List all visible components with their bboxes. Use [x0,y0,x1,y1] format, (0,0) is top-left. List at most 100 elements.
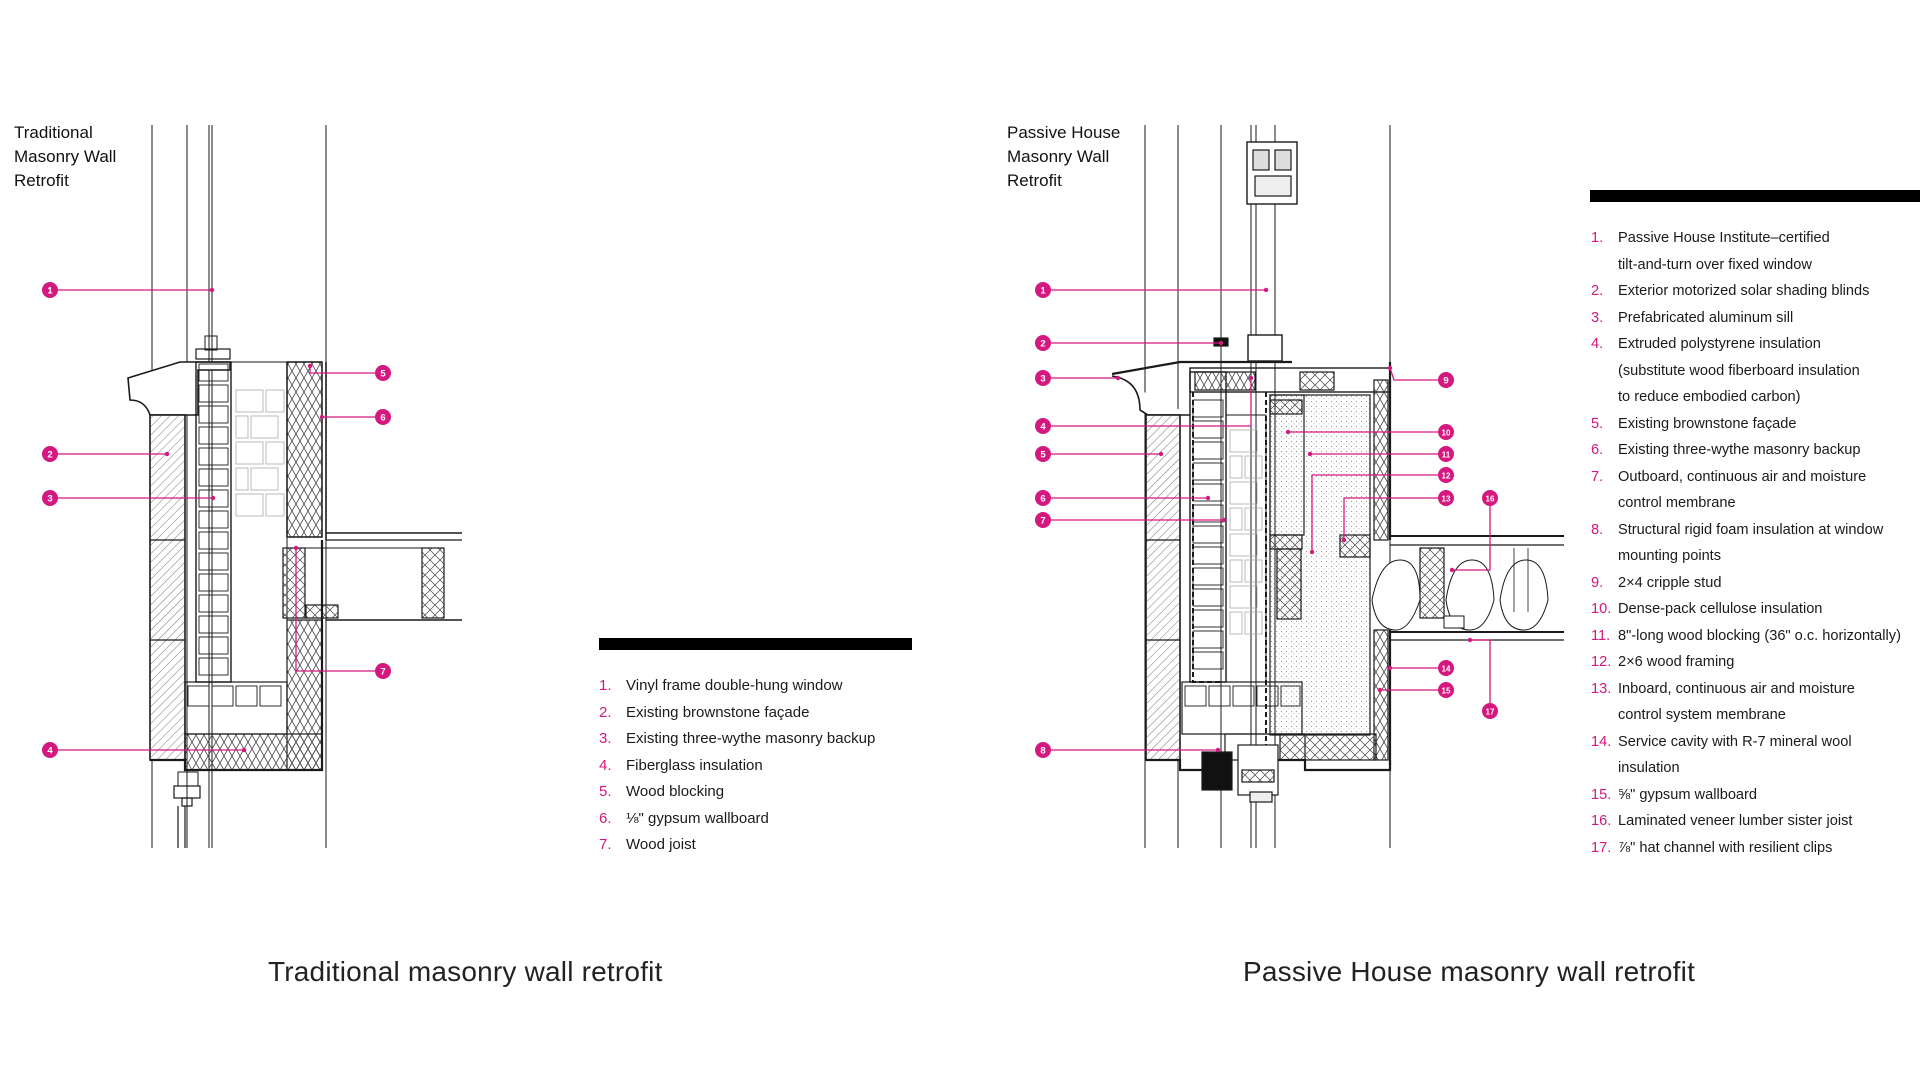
legend-text: Structural rigid foam insulation at wind… [1618,517,1883,570]
legend-text: Existing three-wythe masonry backup [626,726,875,753]
legend-line: Prefabricated aluminum sill [1618,309,1794,326]
legend-number: 2. [1591,283,1604,299]
brick [235,685,258,707]
brick [1192,420,1224,439]
callout-bubble [1035,282,1051,298]
right-legend-item: 8.Structural rigid foam insulation at wi… [1591,517,1920,570]
callout-bubble [1438,424,1454,440]
brick [1192,609,1224,628]
callout-bubble [1035,742,1051,758]
callout-number: 1 [47,286,53,297]
legend-line: to reduce embodied carbon) [1618,389,1801,405]
right-title-line: Masonry Wall [1007,147,1110,166]
leader-dot [1158,451,1164,457]
callout-number: 7 [380,667,385,678]
brick [198,531,229,550]
legend-line: ⅝" gypsum wallboard [1618,786,1758,803]
legend-line: 2×6 wood framing [1618,654,1735,670]
right-legend-bar [1590,190,1920,202]
legend-line: Laminated veneer lumber sister joist [1618,813,1853,829]
brick [198,405,229,424]
brick [198,447,229,466]
left-wall-section [127,125,462,848]
left-callout-4: 4 [42,742,247,758]
brick [198,468,229,487]
brick [1208,685,1231,707]
right-callout-3: 3 [1035,370,1121,386]
right-legend-item: 17.⅞" hat channel with resilient clips [1591,835,1920,862]
callout-bubble [1035,512,1051,528]
leader-dot [164,451,170,457]
callout-number: 12 [1442,472,1451,481]
legend-number: 6. [1591,442,1604,458]
leader-line [1051,378,1252,427]
brick [235,389,264,413]
right-callout-6: 6 [1035,490,1211,506]
legend-text: 2×4 cripple stud [1618,570,1721,597]
legend-number: 10. [1591,601,1612,617]
legend-text: Wood joist [626,832,696,859]
brick [235,415,249,439]
legend-number: 7. [1591,468,1604,485]
leader-dot [1449,567,1455,573]
callout-bubble [1438,467,1454,483]
callout-bubble [42,446,58,462]
right-title-line: Retrofit [1007,171,1062,190]
legend-line: Extruded polystyrene insulation [1618,336,1821,352]
right-callout-9: 9 [1387,365,1454,388]
brick [198,615,229,634]
legend-text: Wood blocking [626,779,724,806]
right-legend-item: 5.Existing brownstone façade [1591,411,1920,438]
brick [1244,559,1263,583]
brick [265,389,285,413]
brick [1192,462,1224,481]
legend-line: control system membrane [1618,707,1786,723]
brick [1229,533,1258,557]
legend-number: 3. [1591,309,1604,326]
left-callout-5: 5 [307,363,391,381]
leader-dot [209,287,215,293]
leader-line [1343,497,1438,540]
leader-dot [293,545,299,551]
callout-number: 2 [1040,339,1045,350]
right-legend-item: 6. Existing three-wythe masonry backup [1591,437,1920,464]
right-legend-item: 16.Laminated veneer lumber sister joist [1591,808,1920,835]
callout-bubble [42,490,58,506]
left-legend-item: 5.Wood blocking [599,779,929,806]
legend-text: Dense-pack cellulose insulation [1618,596,1822,623]
legend-text: Existing three-wythe masonry backup [1618,437,1861,464]
left-legend-item: 4.Fiberglass insulation [599,753,929,780]
brick [1229,455,1243,479]
callout-bubble [1035,370,1051,386]
brick [1244,455,1263,479]
callout-number: 3 [47,494,52,505]
legend-number: 4. [599,756,612,774]
callout-bubble [1035,446,1051,462]
brick [1192,588,1224,607]
legend-text: Vinyl frame double-hung window [626,673,843,700]
brick [198,552,229,571]
callout-bubble [42,282,58,298]
leader-dot [1221,517,1227,523]
brick [250,467,279,491]
leader-dot [1263,287,1269,293]
brick [1280,685,1301,707]
right-caption: Passive House masonry wall retrofit [1243,956,1696,987]
left-caption: Traditional masonry wall retrofit [268,956,663,987]
legend-text: Extruded polystyrene insulation(substitu… [1618,331,1860,411]
brick [1192,525,1224,544]
callout-number: 8 [1040,746,1045,757]
legend-number: 6. [599,809,612,827]
brick [1192,567,1224,586]
left-title-line: Masonry Wall [14,147,117,166]
legend-number: 1. [1591,230,1604,246]
legend-number: 13. [1591,680,1612,697]
right-legend-item: 12. 2×6 wood framing [1591,649,1920,676]
callout-number: 1 [1040,286,1046,297]
legend-number: 12. [1591,654,1612,670]
leader-dot [1115,375,1121,381]
